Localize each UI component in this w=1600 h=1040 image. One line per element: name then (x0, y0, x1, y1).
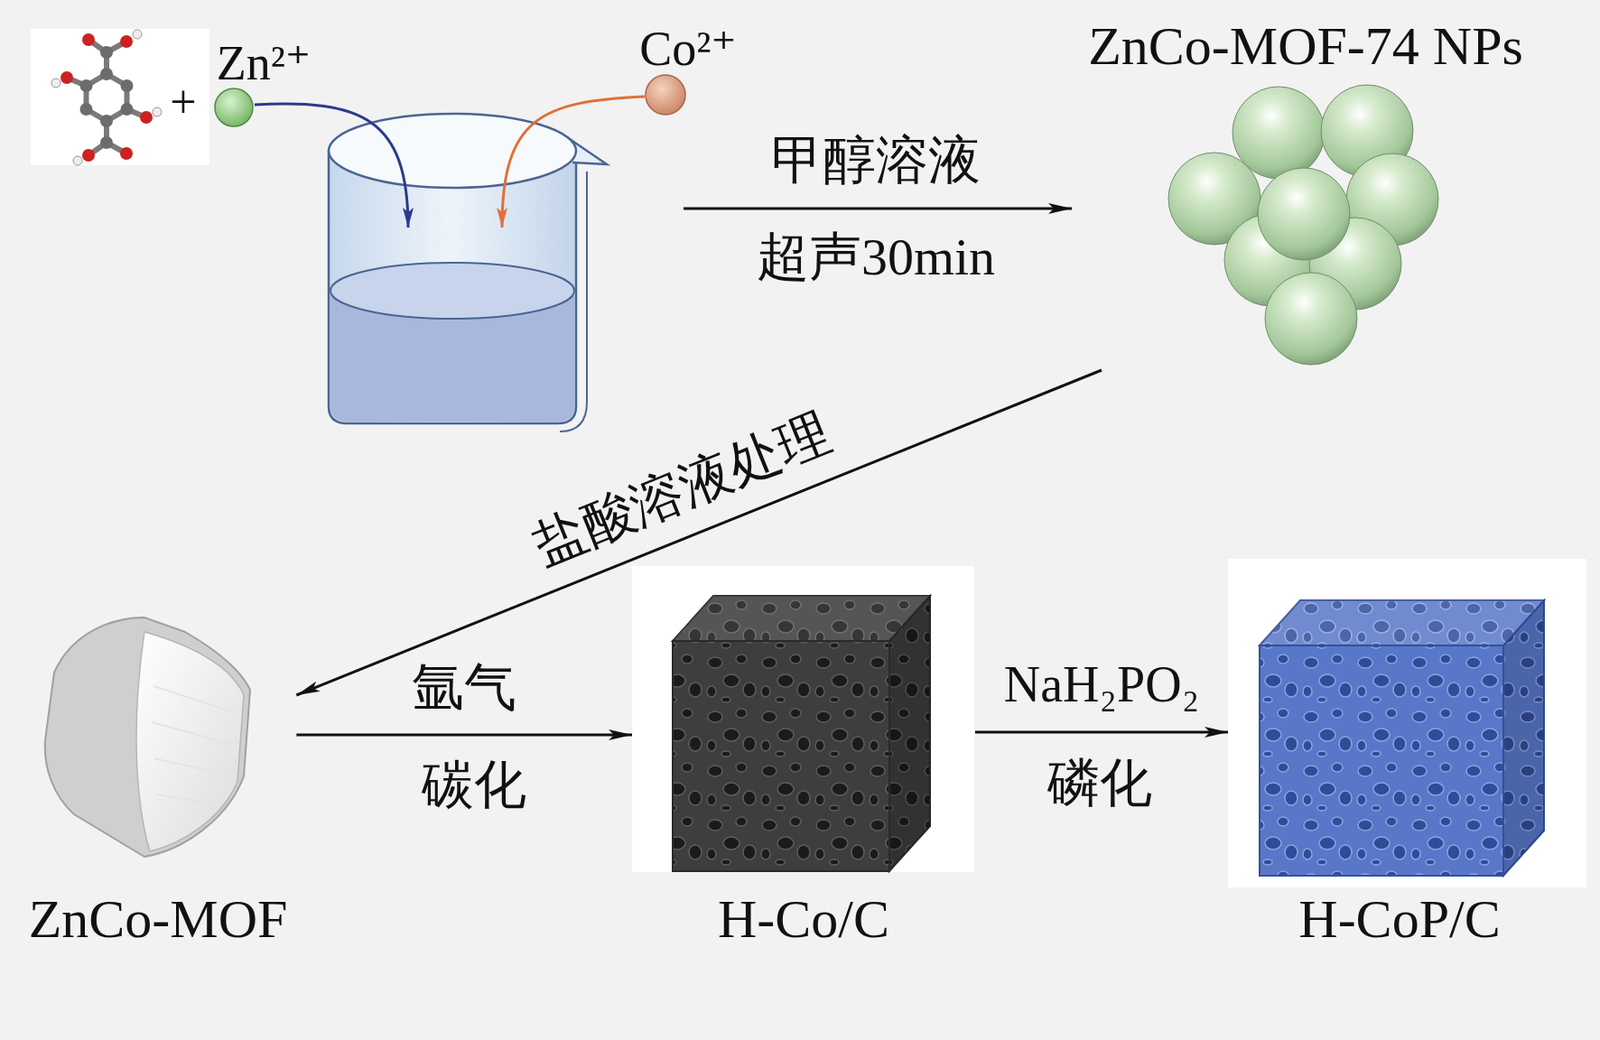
annotation-label: 甲醇溶液 (771, 129, 981, 193)
hydrogen-atom (152, 107, 162, 117)
cube-side (1503, 600, 1545, 876)
oxygen-atom (120, 147, 133, 160)
reaction-arrow (683, 207, 1072, 211)
process-node: ZnCo-MOF (19, 604, 298, 956)
process-arrow (296, 734, 633, 737)
molecule-panel (30, 28, 210, 166)
process-node: H-Co/C (632, 566, 976, 956)
cube-side-shade (889, 595, 931, 872)
arrow-label: NaH₂PO₂ (1004, 654, 1200, 716)
carbon-atom (80, 102, 94, 116)
zinc-feed-arrow (254, 103, 409, 228)
porous-carbon-cube (632, 566, 975, 873)
cube-side (889, 595, 931, 872)
molecule-atoms (51, 29, 162, 166)
beaker (328, 113, 607, 432)
process-arrow (975, 731, 1228, 735)
oxygen-atom (82, 33, 95, 47)
process-arrow (296, 370, 1102, 696)
carbon-atom (120, 79, 134, 93)
node-label: H-CoP/C (1298, 886, 1500, 952)
ligand-molecule (30, 28, 210, 166)
cube-top (672, 595, 931, 642)
zinc-ion-ball (214, 88, 253, 127)
liquid-surface (330, 262, 575, 319)
annotation-label: 碳化 (421, 753, 527, 818)
cube-top (1259, 600, 1545, 646)
cube-front (672, 641, 890, 872)
hydrogen-atom (132, 29, 142, 39)
benzene-ring (86, 74, 128, 121)
carbon-atom (100, 46, 113, 59)
carbon-atom (80, 79, 94, 93)
annotation-label: Zn²⁺ (216, 34, 312, 94)
cube-top-shade (1259, 600, 1545, 646)
cube-side-shade (1503, 600, 1545, 876)
prism-stripes (151, 686, 237, 806)
beaker-rim (328, 113, 577, 188)
nanoparticle (1265, 272, 1358, 365)
arrow-label: 盐酸溶液处理 (523, 400, 839, 577)
oxygen-atom (139, 111, 153, 124)
node-label: ZnCo-MOF (28, 886, 289, 952)
nanoparticle (1257, 167, 1350, 261)
hydrogen-atom (73, 156, 83, 166)
cobalt-feed-arrow (502, 96, 645, 228)
process-node: H-CoP/C (1227, 566, 1572, 956)
carbon-atom (100, 67, 113, 81)
annotation-label: Co²⁺ (639, 19, 737, 79)
beaker-body (328, 150, 577, 424)
oxygen-atom (60, 71, 74, 84)
porous-phosphide-cube (1227, 558, 1587, 888)
beaker-shadow-edge (559, 171, 587, 432)
carbon-atom (100, 114, 113, 128)
node-label: ZnCo-MOF-74 NPs (1088, 13, 1524, 79)
molecule-bonds (66, 39, 147, 156)
carbon-atom (120, 102, 134, 116)
node-label: H-Co/C (717, 886, 890, 952)
image-panel (632, 566, 975, 873)
annotation-label: 磷化 (1047, 752, 1153, 816)
cobalt-ion-ball (645, 74, 686, 115)
hydrogen-atom (51, 78, 61, 88)
oxygen-atom (82, 148, 95, 162)
annotation-label: + (169, 74, 196, 131)
cube-front (1259, 645, 1504, 876)
annotation-label: 超声30min (756, 225, 996, 289)
nanoparticle-cluster (1168, 84, 1439, 365)
image-panel (1227, 558, 1587, 888)
prism-front (136, 632, 244, 852)
process-node: ZnCo-MOF-74 NPs (1047, 13, 1564, 371)
oxygen-atom (120, 35, 133, 48)
arrow-label: 氩气 (411, 656, 517, 720)
carbon-atom (100, 136, 113, 149)
prism-side (45, 617, 251, 857)
mof-prism (45, 617, 251, 857)
cube-top-shade (672, 595, 931, 642)
